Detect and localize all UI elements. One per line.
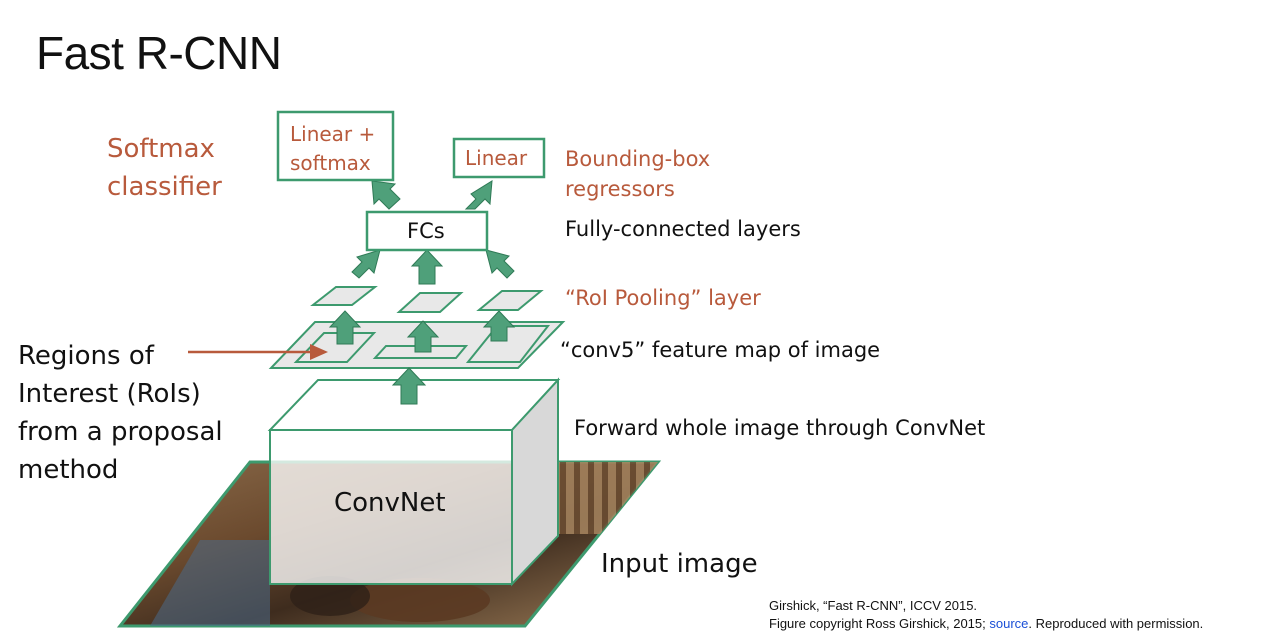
input-image-label: Input image	[601, 549, 758, 579]
arrow-pool2-to-fc	[410, 249, 444, 285]
linear-box	[452, 137, 546, 179]
roi-pooled-features	[310, 286, 544, 313]
citation: Girshick, “Fast R-CNN”, ICCV 2015. Figur…	[769, 597, 1203, 633]
roi-region-2	[372, 345, 469, 359]
arrow-roi2-up	[406, 320, 440, 353]
arrow-pool3-to-fc	[485, 249, 515, 279]
fcs-box	[365, 210, 489, 252]
source-link[interactable]: source	[989, 616, 1029, 631]
roi-pointer-arrow	[188, 344, 328, 360]
roi-pooling-label: “RoI Pooling” layer	[565, 286, 761, 310]
flow-arrows	[328, 180, 516, 405]
arrow-fc-to-linear-softmax	[371, 180, 401, 210]
linear-softmax-box	[276, 110, 395, 182]
fcs-label: FCs	[407, 219, 445, 243]
conv5-label: “conv5” feature map of image	[560, 338, 881, 362]
roi-region-1	[293, 332, 377, 363]
convnet-box	[267, 377, 561, 587]
arrow-roi1-up	[328, 310, 362, 345]
fully-connected-label: Fully-connected layers	[565, 217, 801, 241]
arrow-roi3-up	[482, 310, 516, 342]
citation-line-2: Figure copyright Ross Girshick, 2015; so…	[769, 616, 1204, 631]
forward-label: Forward whole image through ConvNet	[574, 416, 986, 440]
arrow-convnet-to-conv5	[391, 367, 427, 405]
softmax-classifier-label: Softmax classifier	[107, 134, 222, 202]
citation-line-1: Girshick, “Fast R-CNN”, ICCV 2015.	[769, 598, 978, 613]
roi-region-3	[465, 325, 551, 363]
regions-of-interest-label: Regions of Interest (RoIs) from a propos…	[18, 341, 223, 485]
linear-label: Linear	[465, 146, 528, 170]
arrow-fc-to-linear	[464, 180, 493, 210]
page-title: Fast R-CNN	[36, 27, 282, 79]
convnet-label: ConvNet	[334, 488, 446, 518]
linear-softmax-label: Linear + softmax	[290, 122, 376, 175]
bbox-regressors-label: Bounding-box regressors	[565, 147, 711, 201]
arrow-pool1-to-fc	[351, 249, 381, 279]
